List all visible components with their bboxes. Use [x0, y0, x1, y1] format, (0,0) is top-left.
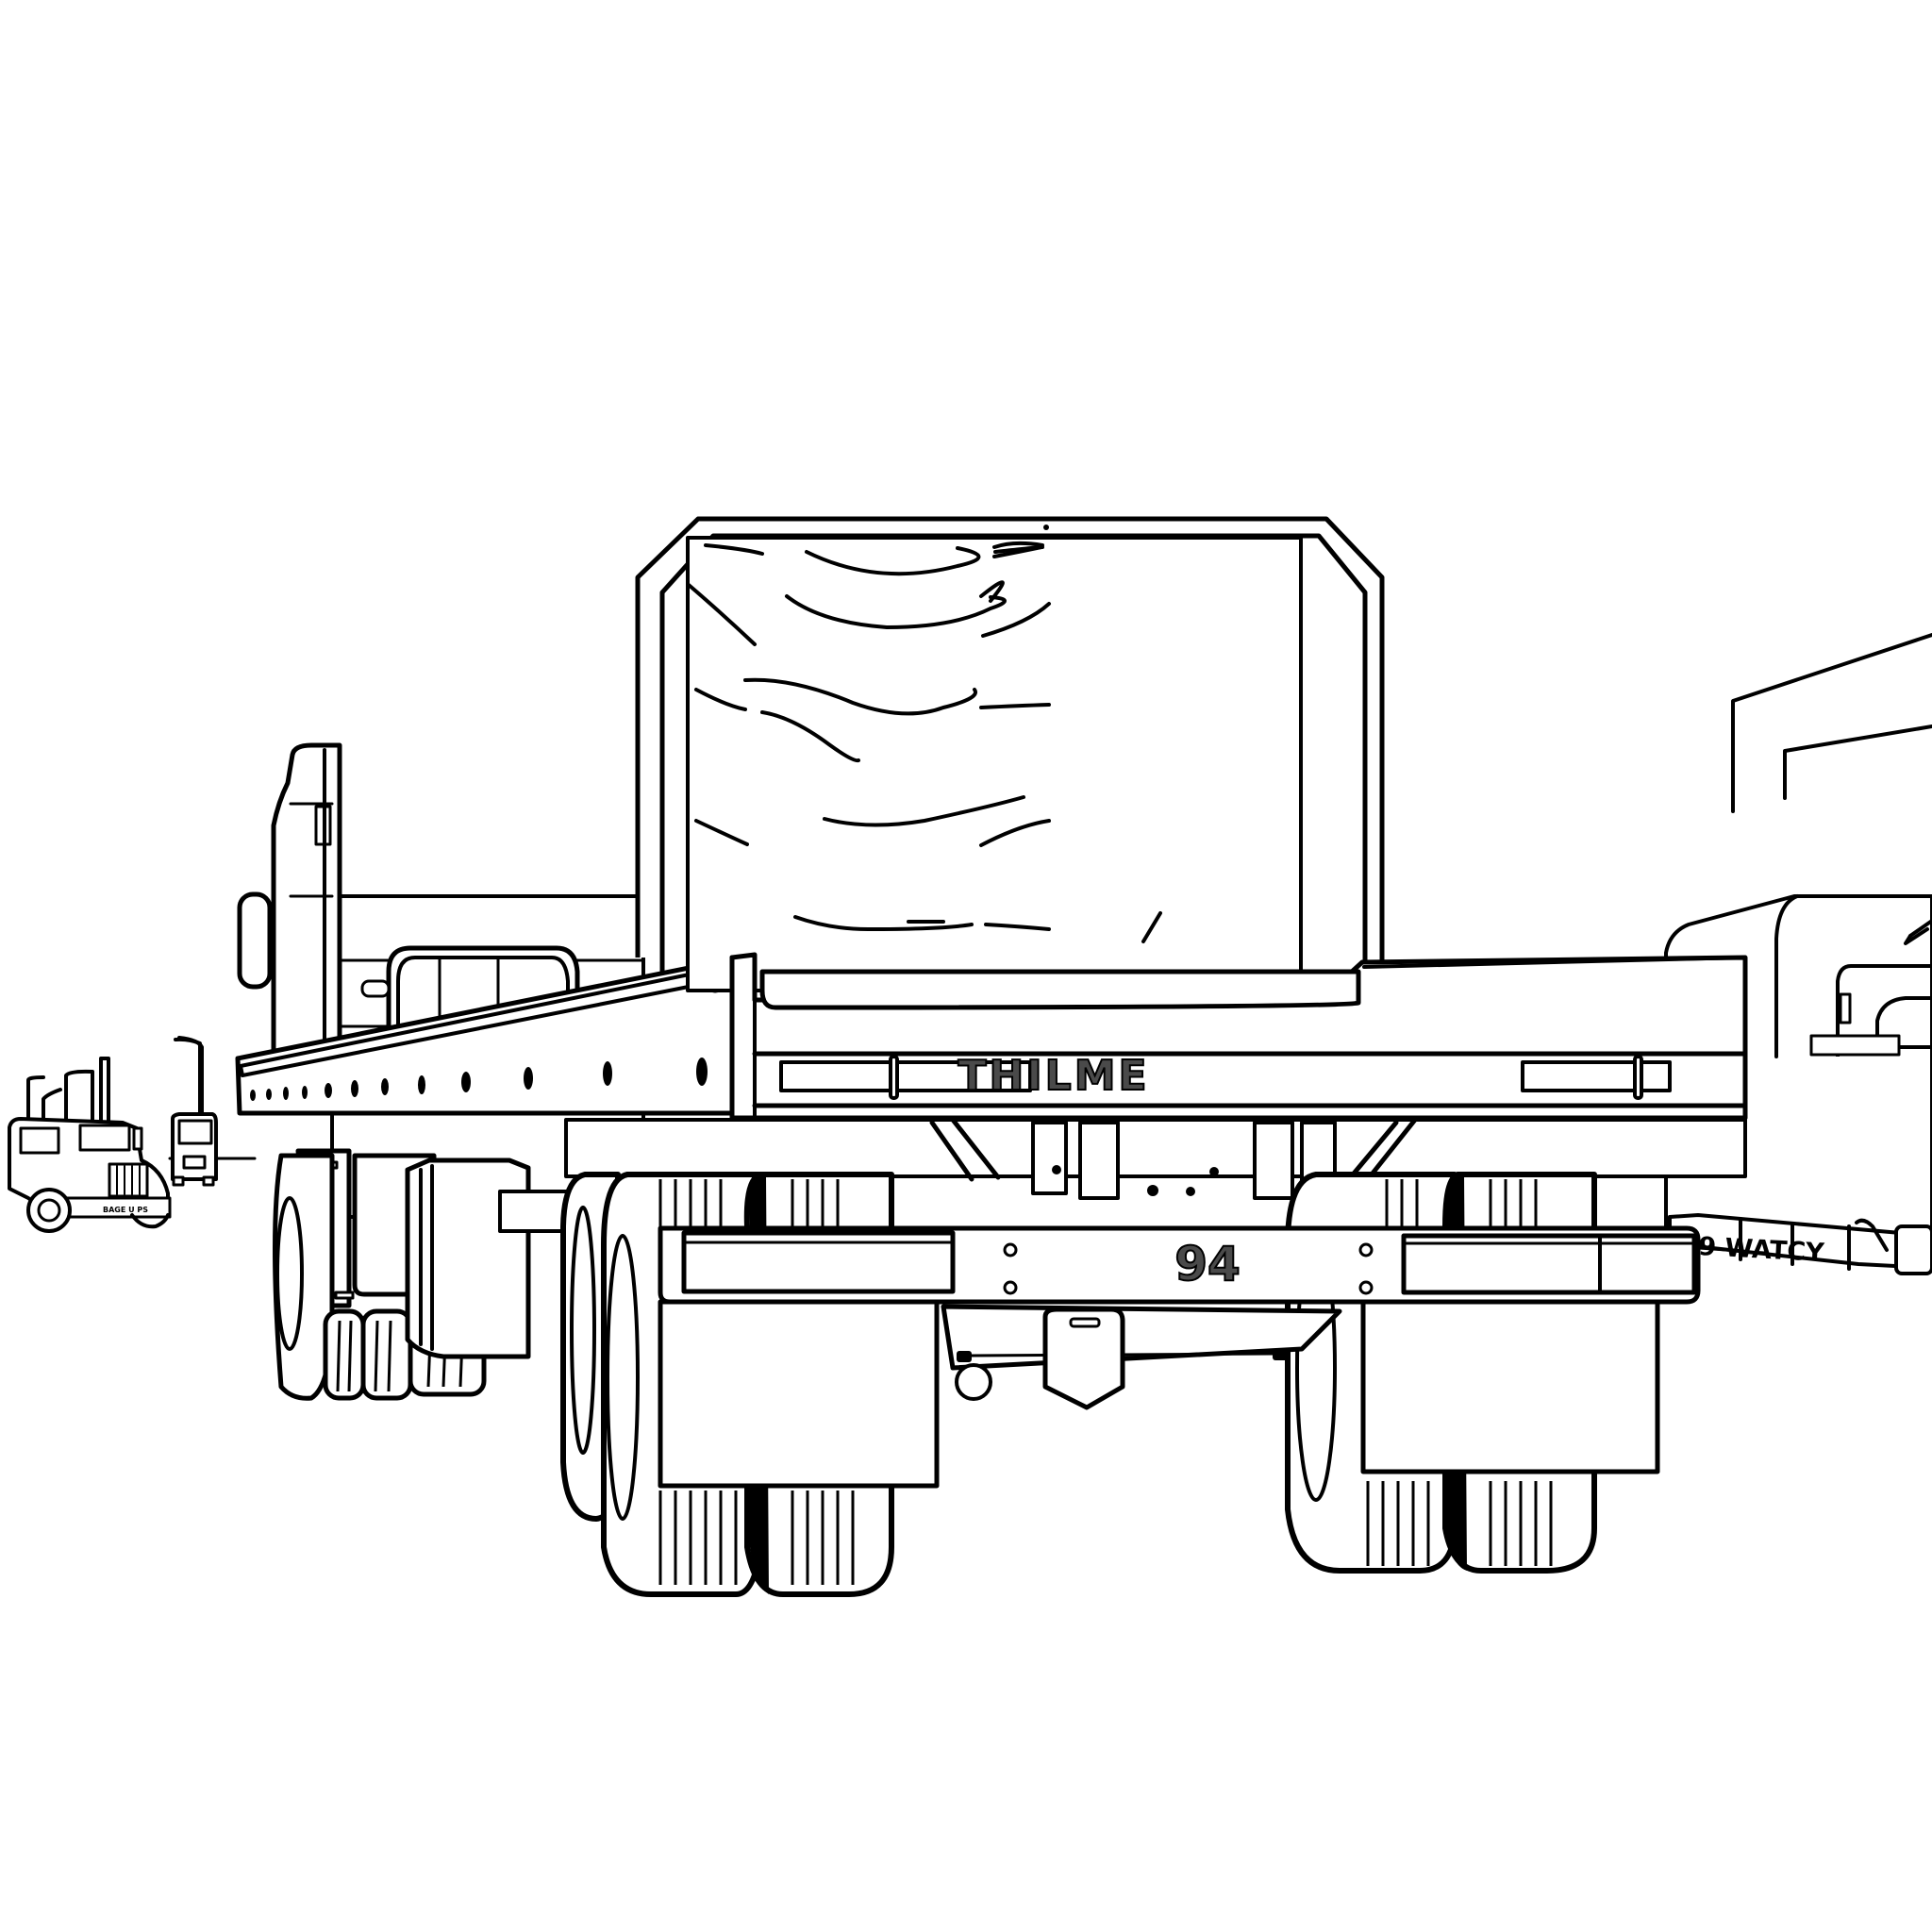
mud-flap-left	[658, 1299, 940, 1489]
main-truck: THILME	[235, 516, 1748, 1597]
side-rail-holes	[250, 1058, 708, 1101]
chassis	[564, 1117, 1747, 1200]
background-bus-left	[171, 1036, 218, 1187]
rear-bumper: 94	[658, 1225, 1701, 1305]
rear-axle-differential	[941, 1304, 1342, 1410]
background-truck-left: BAGE U PS	[8, 1037, 202, 1233]
headboard	[635, 516, 1385, 992]
left-rear-wheels	[273, 1153, 573, 1401]
background-buildings-right	[1731, 633, 1932, 813]
mud-flap-right	[1360, 1299, 1660, 1474]
trailer-side-text: 9 WATCY	[1698, 1232, 1825, 1268]
background-truck-bumper-text: BAGE U PS	[103, 1206, 148, 1214]
tailboard: THILME	[729, 952, 1748, 1123]
bumper-number-badge: 94	[1174, 1237, 1241, 1291]
headboard-bolt	[1043, 525, 1049, 530]
tailboard-brand-badge: THILME	[958, 1052, 1149, 1100]
